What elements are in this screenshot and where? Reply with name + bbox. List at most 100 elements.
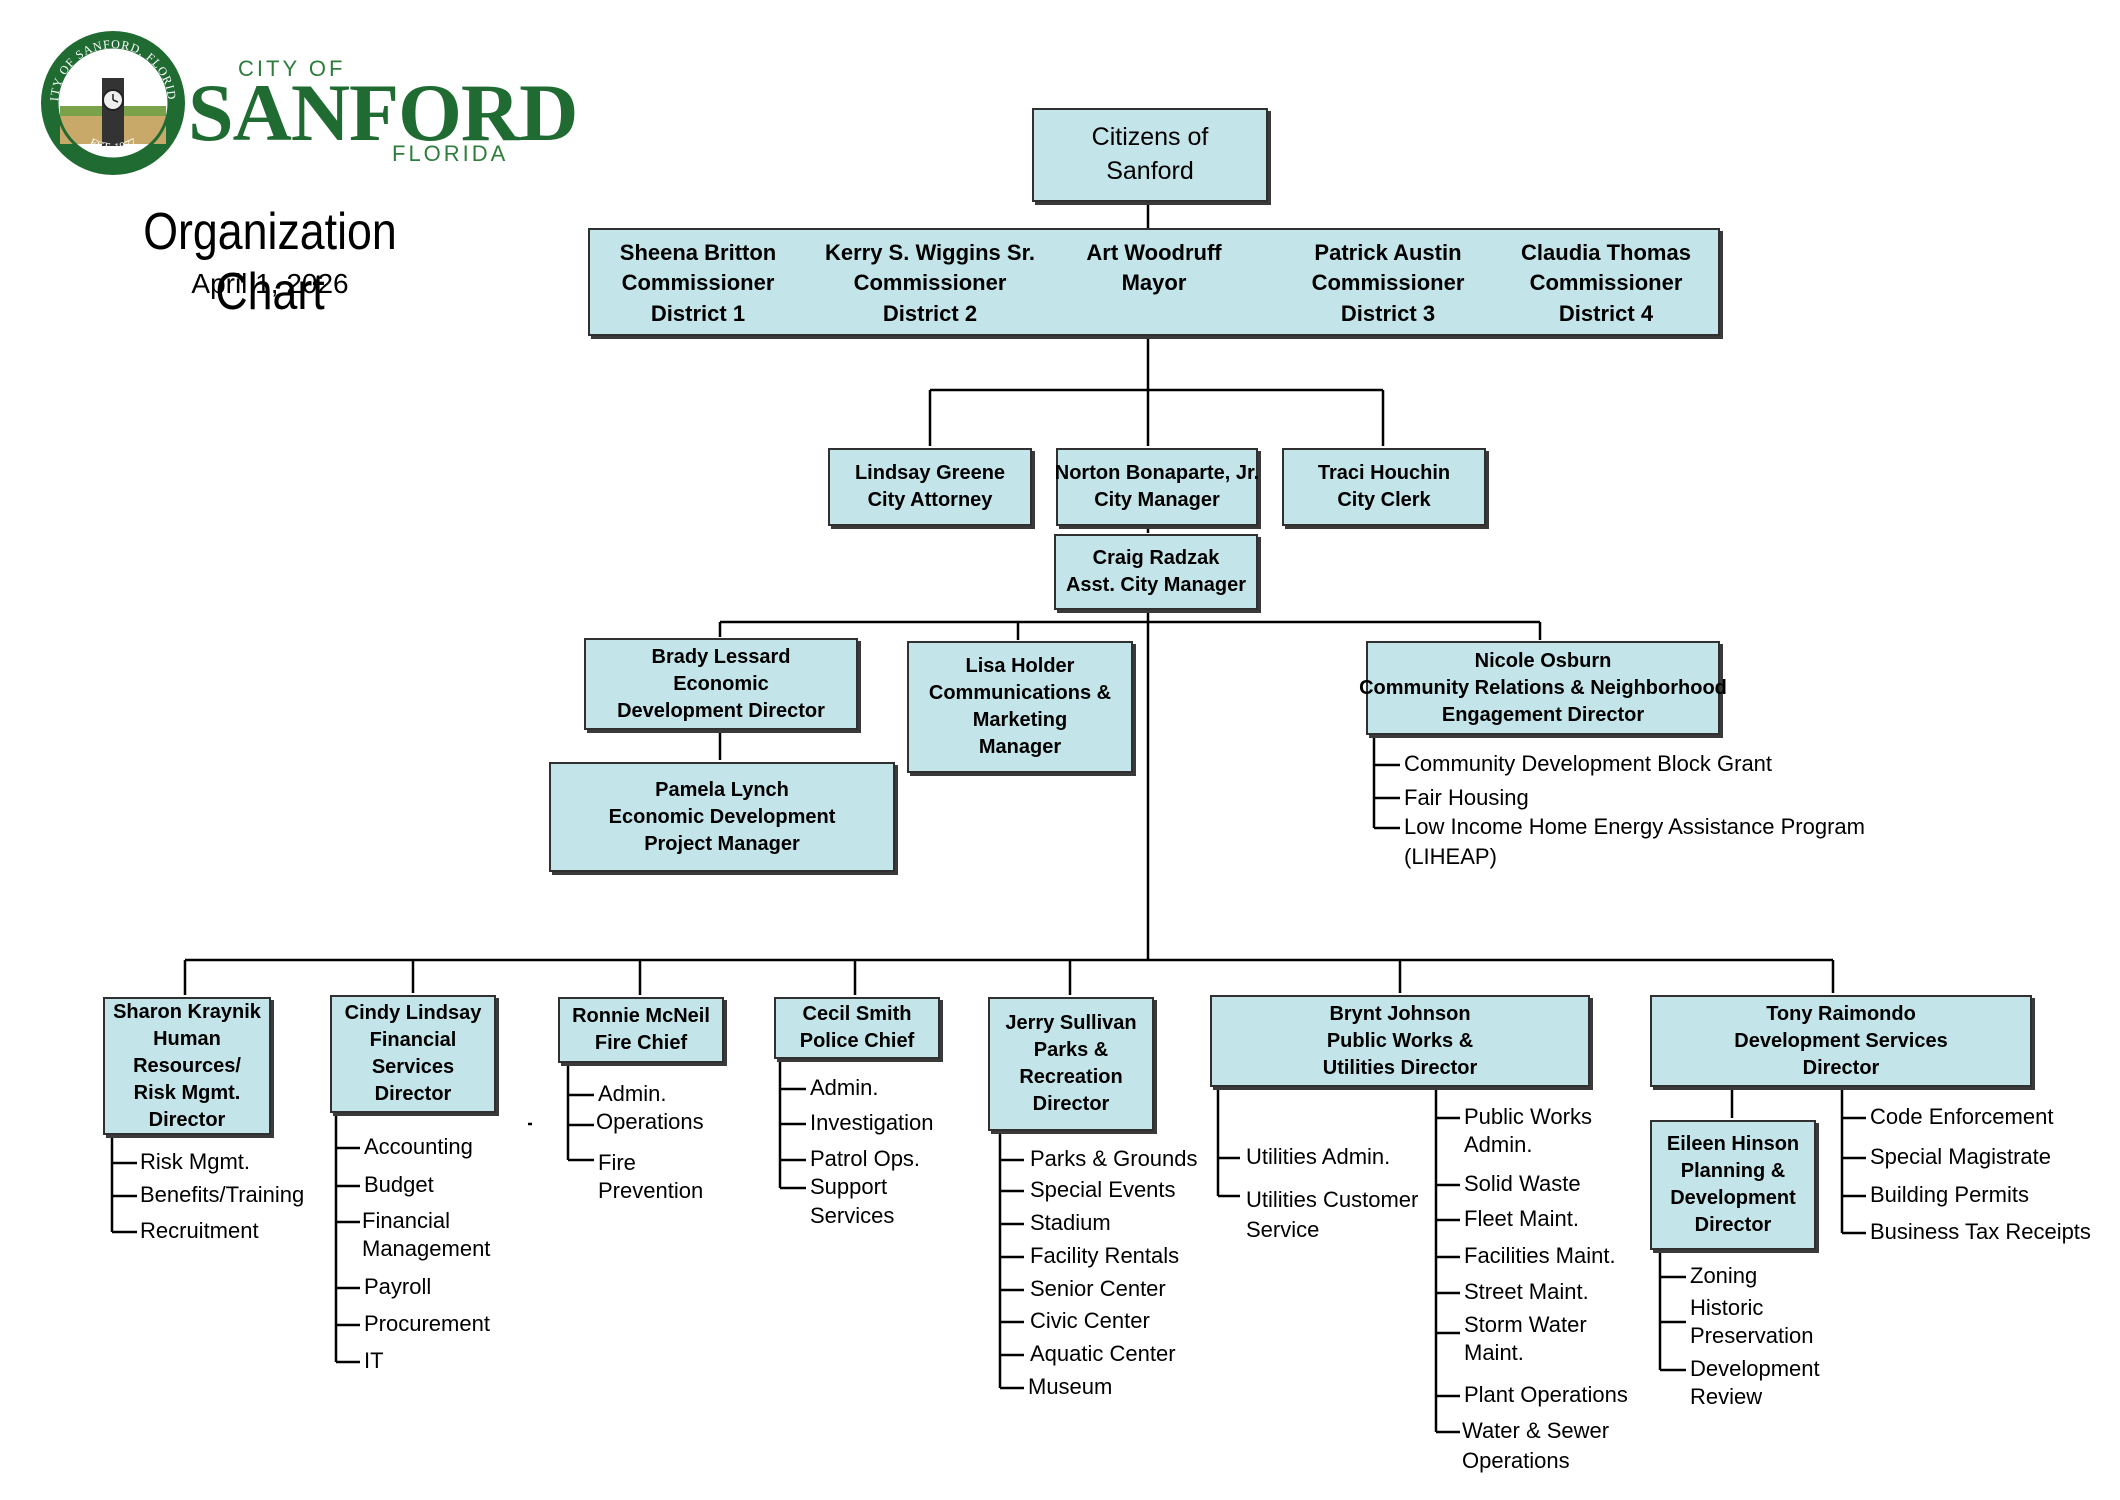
commissioner-district-1: Sheena Britton Commissioner District 1 (620, 238, 776, 329)
member-name: Claudia Thomas (1521, 240, 1691, 265)
fire-chief-box: Ronnie McNeil Fire Chief (558, 997, 724, 1063)
mayor: Art Woodruff Mayor (1086, 238, 1221, 299)
list-item: Services (810, 1203, 895, 1228)
member-name: Art Woodruff (1086, 240, 1222, 265)
community-relations-box: Nicole Osburn Community Relations & Neig… (1359, 641, 1727, 735)
list-item: Fleet Maint. (1464, 1206, 1579, 1231)
box-line: Human (153, 1027, 221, 1050)
box-line: Development (1670, 1187, 1796, 1209)
planning-director-box: Eileen Hinson Planning & Development Dir… (1650, 1120, 1816, 1250)
box-line: Financial (369, 1029, 457, 1051)
citizens-line: Sanford (1106, 157, 1194, 185)
chart-date: April 1, 2026 (191, 268, 349, 299)
member-role: Commissioner (1529, 270, 1683, 296)
list-item: Service (1246, 1217, 1320, 1242)
list-item: Low Income Home Energy Assistance Progra… (1404, 814, 1865, 839)
public-works-box: Brynt Johnson Public Works & Utilities D… (1210, 995, 1590, 1087)
citizens-box: Citizens of Sanford (1032, 108, 1268, 202)
list-item: Water & Sewer (1462, 1418, 1610, 1443)
list-item: Recruitment (140, 1218, 259, 1243)
list-item: Risk Mgmt. (140, 1149, 250, 1174)
box-line: Director (1032, 1093, 1110, 1115)
connector-finance-items (334, 1115, 360, 1364)
city-seal-icon: CITY OF SANFORD, FLORIDA EST. 1877 (38, 28, 185, 175)
box-line: Development Services (1734, 1029, 1948, 1052)
project-manager-box: Pamela Lynch Economic Development Projec… (549, 762, 895, 872)
box-line: Ronnie McNeil (572, 1005, 710, 1027)
connector-department-drops (183, 960, 1835, 995)
member-name: Patrick Austin (1314, 240, 1462, 265)
list-item: Building Permits (1870, 1182, 2029, 1207)
box-line: Services (371, 1056, 455, 1078)
list-item: Budget (364, 1172, 434, 1197)
list-item: Historic (1690, 1295, 1764, 1320)
list-item: Admin. (1464, 1132, 1533, 1157)
list-item: Community Development Block Grant (1404, 751, 1773, 776)
city-logo: CITY OF SANFORD, FLORIDA EST. 1877 CITY … (38, 28, 578, 178)
person-name: Norton Bonaparte, Jr. (1054, 462, 1260, 484)
member-role: Mayor (1121, 270, 1187, 296)
list-item: Management (362, 1236, 491, 1261)
box-line: Project Manager (644, 832, 800, 855)
member-district: District 1 (650, 300, 746, 326)
box-line: Public Works & (1326, 1029, 1474, 1052)
connector-planning-items (1658, 1250, 1686, 1372)
city-manager-box: Norton Bonaparte, Jr. City Manager (1054, 448, 1260, 526)
person-name: Traci Houchin (1317, 462, 1451, 484)
box-line: Police Chief (799, 1030, 915, 1052)
list-item: Financial (362, 1208, 451, 1233)
connector-public-works-items (1434, 1088, 1460, 1434)
city-attorney-box: Lindsay Greene City Attorney (828, 448, 1032, 526)
list-item: Fair Housing (1404, 785, 1529, 810)
connector-mid-branch (718, 620, 1542, 640)
commissioner-district-3: Patrick Austin Commissioner District 3 (1312, 238, 1465, 329)
list-item: Zoning (1690, 1263, 1758, 1288)
member-name: Sheena Britton (619, 240, 777, 265)
person-title: City Manager (1094, 489, 1220, 511)
member-district: District 2 (882, 300, 978, 326)
box-line: Cindy Lindsay (344, 1002, 482, 1024)
member-district: District 3 (1340, 300, 1436, 326)
box-line: Marketing (972, 709, 1068, 731)
person-title: Asst. City Manager (1065, 574, 1247, 596)
member-role: Commissioner (621, 270, 775, 296)
list-item: Plant Operations (1464, 1382, 1628, 1407)
list-item: Civic Center (1030, 1308, 1150, 1333)
box-line: Brynt Johnson (1329, 1002, 1471, 1025)
list-item: Prevention (598, 1178, 704, 1203)
list-item: Review (1690, 1384, 1763, 1409)
list-item: Street Maint. (1464, 1279, 1589, 1304)
connector-commission-appointed (928, 335, 1385, 446)
list-item: Museum (1028, 1374, 1113, 1399)
connector-hr-items (110, 1133, 137, 1234)
list-item: Benefits/Training (140, 1182, 305, 1207)
list-item: Payroll (364, 1274, 432, 1299)
box-line: Director (1802, 1056, 1880, 1079)
list-item: Code Enforcement (1870, 1104, 2054, 1129)
box-line: Sharon Kraynik (113, 1000, 261, 1023)
list-item: Stadium (1030, 1210, 1111, 1235)
box-line: Lisa Holder (965, 655, 1075, 677)
box-line: Fire Chief (594, 1032, 688, 1054)
connector-development-items (1730, 1088, 1866, 1235)
person-title: City Attorney (867, 489, 993, 511)
list-item: Admin. (598, 1081, 667, 1106)
hr-director-box: Sharon Kraynik Human Resources/ Risk Mgm… (103, 997, 271, 1135)
police-chief-box: Cecil Smith Police Chief (774, 997, 940, 1059)
list-item: Special Events (1030, 1177, 1176, 1202)
box-line: Risk Mgmt. (133, 1081, 241, 1104)
list-item: IT (364, 1348, 384, 1373)
svg-text:EST. 1877: EST. 1877 (88, 135, 139, 154)
list-item: Development (1690, 1356, 1820, 1381)
commissioner-district-2: Kerry S. Wiggins Sr. Commissioner Distri… (825, 238, 1035, 329)
list-item: Public Works (1464, 1104, 1592, 1129)
list-item: Preservation (1690, 1323, 1814, 1348)
person-title: City Clerk (1337, 489, 1431, 511)
person-name: Craig Radzak (1092, 547, 1220, 569)
economic-development-box: Brady Lessard Economic Development Direc… (584, 638, 858, 730)
development-services-box: Tony Raimondo Development Services Direc… (1650, 995, 2032, 1087)
communications-box: Lisa Holder Communications & Marketing M… (907, 641, 1133, 773)
list-item: Operations (1462, 1448, 1570, 1473)
box-line: Director (148, 1108, 226, 1131)
